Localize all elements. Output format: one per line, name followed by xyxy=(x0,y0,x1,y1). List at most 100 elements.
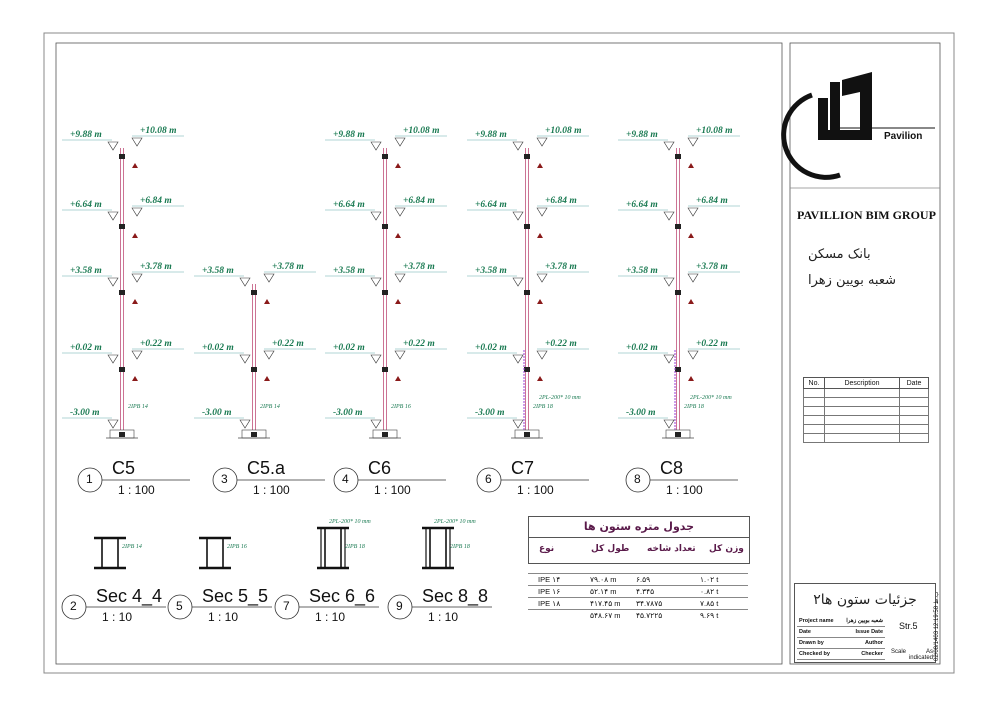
vertical-stamp: 02/08/1403 12:19:58 ب.ظ xyxy=(934,591,940,661)
level-marker-icon xyxy=(263,350,275,360)
schedule-header: وزن کل xyxy=(709,544,744,554)
revision-cell xyxy=(824,388,900,398)
level-marker-icon xyxy=(536,207,548,217)
schedule-cell-count: ۳۴.۷۸۷۵ xyxy=(636,599,663,608)
revision-cell xyxy=(824,424,900,434)
schedule-header: تعداد شاخه xyxy=(647,544,696,554)
level-left-label: +0.02 m xyxy=(333,343,365,353)
revision-cell xyxy=(824,397,900,407)
scale-label: Scale xyxy=(891,649,907,655)
level-right-label: +10.08 m xyxy=(403,126,440,136)
level-right-label: +0.22 m xyxy=(272,339,304,349)
splice-plate xyxy=(382,224,388,229)
level-marker-icon xyxy=(370,277,382,287)
splice-plate xyxy=(119,367,125,372)
view-name: C6 xyxy=(368,458,392,478)
section-cut-icon xyxy=(537,299,543,304)
level-marker-icon xyxy=(512,211,524,221)
section-cut-icon xyxy=(688,376,694,381)
section-cut-icon xyxy=(688,163,694,168)
schedule-cell-type: IPE ۱۸ xyxy=(538,599,561,608)
view-name: C5 xyxy=(112,458,136,478)
section-profile-tag: 2IPB 18 xyxy=(345,544,365,550)
sheet-number: Str.5 xyxy=(899,621,918,631)
column-c5 xyxy=(62,135,190,493)
schedule-cell-weight: ۷.۸۵ t xyxy=(700,599,719,608)
project-line-1: بانک مسکن xyxy=(808,247,871,262)
revision-row xyxy=(803,415,929,425)
section-cut-icon xyxy=(132,233,138,238)
schedule-header: نوع xyxy=(539,544,555,554)
splice-plate xyxy=(524,224,530,229)
level-marker-icon xyxy=(370,354,382,364)
level-right-label: +6.84 m xyxy=(696,196,728,206)
schedule-cell-length: ۵۲.۱۴ m xyxy=(590,587,617,596)
splice-plate xyxy=(524,432,530,437)
level-marker-icon xyxy=(687,137,699,147)
level-right-label: +0.22 m xyxy=(140,339,172,349)
level-marker-icon xyxy=(687,350,699,360)
section-profile-tag: 2IPB 16 xyxy=(227,544,247,550)
level-left-label: -3.00 m xyxy=(333,408,363,418)
drawing-border xyxy=(55,42,783,665)
section-plate-tag: 2PL-200* 10 mm xyxy=(329,519,371,525)
column-c7 xyxy=(467,135,589,493)
level-marker-icon xyxy=(107,211,119,221)
level-marker-icon xyxy=(536,273,548,283)
view-number: 6 xyxy=(485,472,492,486)
rev-col-date: Date xyxy=(899,377,929,389)
view-scale: 1 : 100 xyxy=(666,483,703,497)
level-marker-icon xyxy=(239,354,251,364)
section-cut-icon xyxy=(264,299,270,304)
title-block-value: Issue Date xyxy=(855,629,883,635)
level-marker-icon xyxy=(370,419,382,429)
splice-plate xyxy=(251,367,257,372)
schedule-cell-weight: ۰.۸۲ t xyxy=(700,587,719,596)
view-scale: 1 : 100 xyxy=(253,483,290,497)
level-marker-icon xyxy=(107,354,119,364)
revision-cell xyxy=(899,433,929,443)
level-right-label: +10.08 m xyxy=(696,126,733,136)
level-left-label: +0.02 m xyxy=(70,343,102,353)
level-marker-icon xyxy=(394,207,406,217)
level-marker-icon xyxy=(512,277,524,287)
profile-tag: 2IPB 14 xyxy=(260,404,280,410)
section-scale: 1 : 10 xyxy=(208,610,239,624)
rev-col-no: No. xyxy=(803,377,825,389)
level-marker-icon xyxy=(663,211,675,221)
revision-cell xyxy=(899,388,929,398)
view-number: 8 xyxy=(634,472,641,486)
level-right-label: +6.84 m xyxy=(403,196,435,206)
section-9 xyxy=(387,526,492,620)
section-number: 2 xyxy=(70,599,77,613)
revision-cell xyxy=(824,415,900,425)
level-left-label: -3.00 m xyxy=(202,408,232,418)
splice-plate xyxy=(675,224,681,229)
level-right-label: +3.78 m xyxy=(272,262,304,272)
project-line-2: شعبه بویین زهرا xyxy=(808,273,897,288)
section-plate-tag: 2PL-200* 10 mm xyxy=(434,519,476,525)
column-c5.a xyxy=(194,271,325,493)
level-marker-icon xyxy=(131,273,143,283)
revision-cell xyxy=(899,415,929,425)
rev-col-desc: Description xyxy=(824,377,900,389)
view-number: 4 xyxy=(342,472,349,486)
section-cut-icon xyxy=(132,163,138,168)
level-left-label: +3.58 m xyxy=(333,266,365,276)
title-block-label: Checked by xyxy=(799,651,830,657)
title-block-label: Drawn by xyxy=(799,640,824,646)
section-cut-icon xyxy=(537,163,543,168)
revision-row xyxy=(803,397,929,407)
level-marker-icon xyxy=(107,141,119,151)
splice-plate xyxy=(382,290,388,295)
level-marker-icon xyxy=(131,137,143,147)
level-right-label: +3.78 m xyxy=(403,262,435,272)
level-marker-icon xyxy=(663,277,675,287)
section-cut-icon xyxy=(395,299,401,304)
